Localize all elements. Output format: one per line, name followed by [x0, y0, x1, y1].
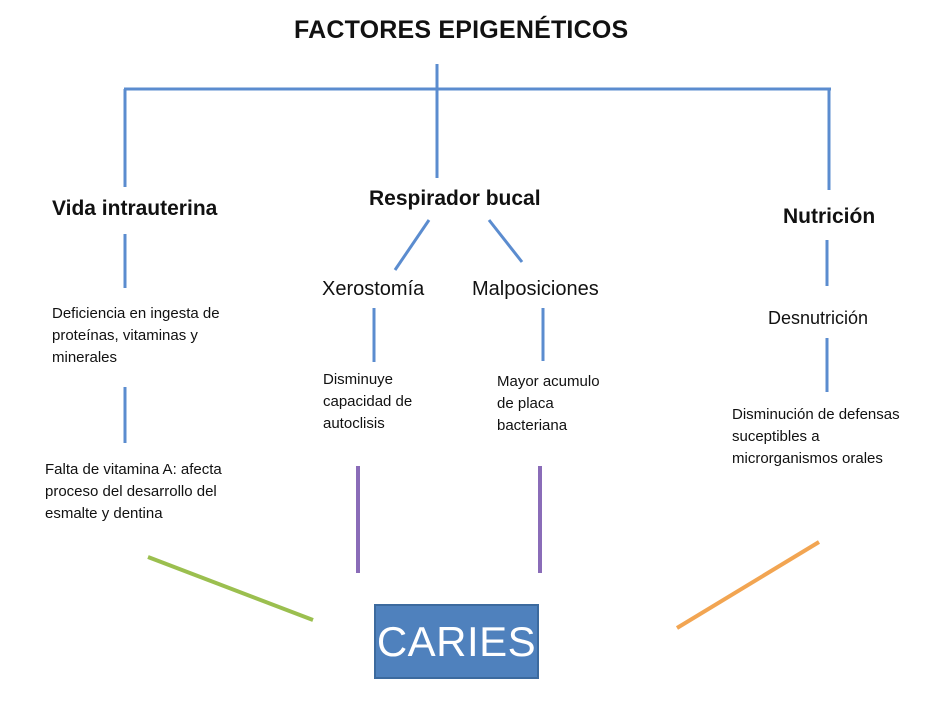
node-xerostomia: Xerostomía: [322, 278, 425, 300]
node-malposiciones: Malposiciones: [472, 278, 599, 300]
vida-deficiencia-text: Deficiencia en ingesta de proteínas, vit…: [52, 303, 220, 369]
text-line: suceptibles a: [732, 428, 820, 445]
node-desnutricion: Desnutrición: [768, 308, 869, 328]
branch-nutricion: Nutrición: [783, 205, 876, 228]
text-line: capacidad de: [323, 393, 413, 410]
diagram-title: FACTORES EPIGENÉTICOS: [294, 16, 629, 44]
xerostomia-effect-text: Disminuye capacidad de autoclisis: [323, 369, 412, 435]
text-line: minerales: [52, 349, 118, 366]
text-line: microrganismos orales: [732, 450, 883, 467]
malposiciones-effect-text: Mayor acumulo de placa bacteriana: [497, 371, 600, 437]
text-line: Mayor acumulo: [497, 373, 600, 390]
text-line: bacteriana: [497, 417, 568, 434]
orange-line: [675, 540, 821, 630]
caries-box: CARIES: [374, 604, 539, 679]
text-line: Deficiencia en ingesta de: [52, 305, 220, 322]
vida-falta-vitamina-text: Falta de vitamina A: afecta proceso del …: [45, 459, 222, 525]
text-line: Falta de vitamina A: afecta: [45, 461, 222, 478]
text-line: esmalte y dentina: [45, 505, 163, 522]
respirador-to-xerostomia: [393, 219, 431, 271]
text-line: Disminución de defensas: [732, 406, 900, 423]
respirador-to-malposiciones: [487, 219, 524, 263]
text-line: Disminuye: [323, 371, 394, 388]
green-line: [147, 555, 314, 622]
text-line: autoclisis: [323, 415, 385, 432]
text-line: proceso del desarrollo del: [45, 483, 217, 500]
caries-label: CARIES: [376, 617, 537, 665]
nutricion-defensas-text: Disminución de defensas suceptibles a mi…: [732, 404, 900, 470]
branch-respirador-bucal: Respirador bucal: [369, 187, 541, 210]
text-line: de placa: [497, 395, 554, 412]
branch-vida-intrauterina: Vida intrauterina: [52, 197, 218, 220]
text-line: proteínas, vitaminas y: [52, 327, 198, 344]
